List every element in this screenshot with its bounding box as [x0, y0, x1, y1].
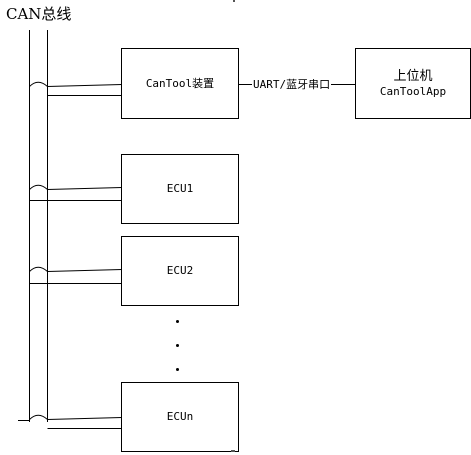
can-bus-title: CAN总线 — [6, 5, 72, 23]
corner-marker-top — [233, 0, 235, 2]
host-computer-subtitle: CanToolApp — [379, 84, 447, 98]
uart-bluetooth-label: UART/蓝牙串口 — [252, 76, 332, 92]
ecu2-can-h-wire — [29, 266, 123, 273]
ecu2-label: ECU2 — [166, 264, 194, 277]
ecun-box: ECUn — [121, 382, 239, 452]
ellipsis-dot-2 — [176, 344, 179, 347]
ecu1-label: ECU1 — [166, 182, 194, 195]
ecun-can-h-wire — [29, 414, 123, 421]
ecu1-can-h-wire — [29, 184, 123, 191]
ellipsis-dot-3 — [176, 368, 179, 371]
ecu1-box: ECU1 — [121, 154, 239, 224]
host-computer-box: 上位机 CanToolApp — [355, 48, 471, 119]
cantool-device-label: CanTool装置 — [145, 76, 215, 90]
corner-marker-bottom — [231, 450, 235, 452]
host-computer-title: 上位机 — [393, 68, 433, 84]
ecu2-box: ECU2 — [121, 236, 239, 306]
ecun-label: ECUn — [166, 410, 194, 423]
ellipsis-dot-1 — [176, 320, 179, 323]
cantool-can-h-wire — [29, 81, 123, 88]
cantool-device-box: CanTool装置 — [121, 48, 239, 119]
